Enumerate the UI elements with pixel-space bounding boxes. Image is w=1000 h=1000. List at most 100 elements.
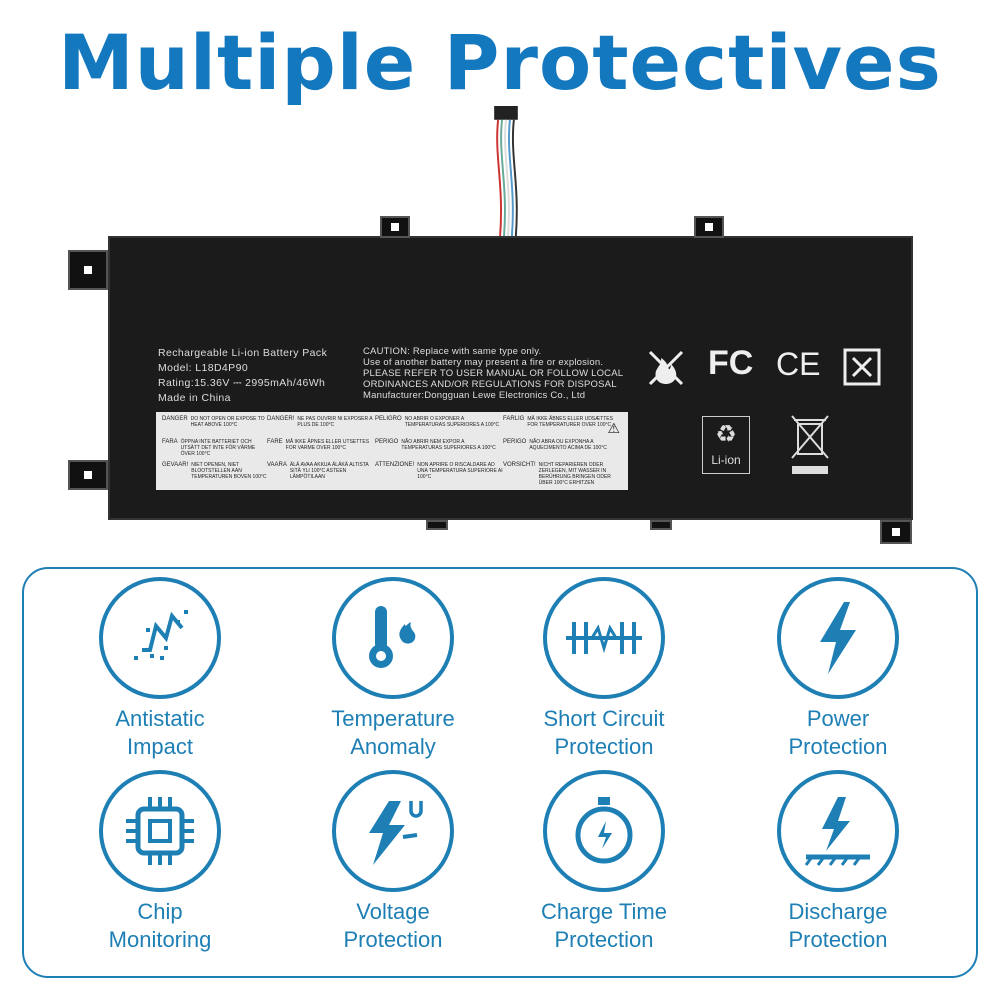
warning-text: ÄLÄ AVAA AKKUA ÄLÄKÄ ALTISTA SITÄ YLI 10…: [289, 462, 369, 480]
features-panel: [22, 567, 978, 978]
warning-text: ÖPPNA INTE BATTERIET OCH UTSÄTT DET INTE…: [180, 439, 256, 457]
lightning-icon: [820, 602, 856, 674]
feature-circle: [543, 770, 665, 892]
mount-tab: [380, 216, 410, 238]
mount-tab: [694, 216, 724, 238]
li-ion-label: Li-ion: [711, 453, 741, 467]
feature-label-line1: Antistatic: [115, 706, 205, 731]
warning-word: PERIGO: [375, 439, 399, 445]
feature-label-line1: Discharge: [788, 899, 888, 924]
feature-circle: [99, 770, 221, 892]
warning-word: VAARA: [267, 462, 287, 468]
mount-tab: [68, 460, 108, 490]
warning-text: NON APRIRE O RISCALDARE AD UNA TEMPERATU…: [417, 462, 503, 480]
li-ion-recycle-icon: ♻ Li-ion: [702, 416, 750, 474]
feature-label-line2: Monitoring: [108, 927, 212, 952]
warning-word: FARE: [267, 439, 283, 445]
warning-word: GEVAAR!: [162, 462, 189, 468]
feature-label-line2: Protection: [554, 927, 654, 952]
feature-label-line1: Power: [806, 706, 870, 731]
spec-line: Made in China: [158, 392, 231, 404]
feature-label-line2: Anomaly: [350, 734, 436, 759]
feature-label-line1: Temperature: [331, 706, 455, 731]
warning-entry: DANGER!NE PAS OUVRIR NI EXPOSER A PLUS D…: [267, 416, 375, 439]
warning-word: PELIGRO: [375, 416, 402, 422]
thermometer-icon: [369, 606, 416, 668]
feature-label-line1: Short Circuit: [543, 706, 665, 731]
discharge-icon: [804, 797, 870, 866]
mount-tab: [650, 520, 672, 530]
caution-line: Manufacturer:Dongguan Lewe Electronics C…: [363, 390, 586, 401]
warning-word: FARLIG: [503, 416, 525, 422]
warning-text: MÅ IKKE ÅBNES ELLER UDSÆTTES FOR TEMPERA…: [527, 416, 613, 428]
warning-word: PERIGO: [503, 439, 527, 445]
mount-tab: [880, 520, 912, 544]
weee-bin-icon: [791, 415, 829, 474]
caution-label: CAUTION: Replace with same type only. Us…: [363, 346, 623, 401]
connector-cable: [494, 106, 518, 236]
feature-label-line2: Protection: [343, 927, 443, 952]
warning-text: NÃO ABRIR NEM EXPOR A TEMPERATURAS SUPER…: [401, 439, 496, 451]
recycling-mark-icon: [843, 348, 881, 386]
feature-label-line2: Protection: [788, 927, 888, 952]
caution-line: PLEASE REFER TO USER MANUAL OR FOLLOW LO…: [363, 368, 624, 379]
short-circuit-icon: [566, 622, 642, 654]
warning-word: DANGER: [162, 416, 188, 422]
voltage-icon: [369, 801, 423, 865]
mount-tab: [68, 250, 108, 290]
caution-line: ORDINANCES AND/OR REGULATIONS FOR DISPOS…: [363, 379, 617, 390]
feature-label-line2: Protection: [788, 734, 888, 759]
warning-word: ATTENZIONE!: [375, 462, 415, 468]
spec-line: Model: L18D4P90: [158, 362, 249, 374]
antistatic-icon: [134, 610, 188, 660]
ce-mark: CE: [776, 346, 821, 382]
warning-text: NE PAS OUVRIR NI EXPOSER A PLUS DE 100°C: [297, 416, 373, 428]
no-fire-icon: [648, 350, 684, 386]
feature-label-line1: Voltage: [356, 899, 430, 924]
feature-label-line1: Charge Time: [541, 899, 667, 924]
feature-circle: [332, 577, 454, 699]
battery-spec-label: Rechargeable Li-ion Battery Pack Model: …: [158, 346, 327, 406]
stopwatch-icon: [575, 797, 633, 864]
fc-mark: FC: [708, 344, 754, 382]
warning-word: FARA: [162, 439, 178, 445]
battery-pack: Rechargeable Li-ion Battery Pack Model: …: [68, 106, 913, 544]
feature-label-line1: Chip: [137, 899, 183, 924]
warning-text: DO NOT OPEN OR EXPOSE TO HEAT ABOVE 100°…: [190, 416, 265, 428]
warning-text: NICHT REPARIEREN ODER ZERLEGEN, MIT WASS…: [538, 462, 611, 486]
mount-tab: [426, 520, 448, 530]
spec-line: Rating:15.36V ⎓ 2995mAh/46Wh: [158, 377, 326, 389]
warning-text: MÅ IKKE ÅPNES ELLER UTSETTES FOR VARME O…: [285, 439, 370, 451]
warning-entry: ATTENZIONE!NON APRIRE O RISCALDARE AD UN…: [375, 462, 503, 486]
warning-entry: GEVAAR!NIET OPENEN, NIET BLOOTSTELLEN AA…: [162, 462, 267, 486]
warning-word: DANGER!: [267, 416, 295, 422]
feature-circle: [777, 770, 899, 892]
feature-circle: [777, 577, 899, 699]
feature-circle: [332, 770, 454, 892]
caution-line: CAUTION: Replace with same type only.: [363, 346, 542, 357]
warning-text: NIET OPENEN, NIET BLOOTSTELLEN AAN TEMPE…: [191, 462, 267, 480]
feature-circle: [99, 577, 221, 699]
